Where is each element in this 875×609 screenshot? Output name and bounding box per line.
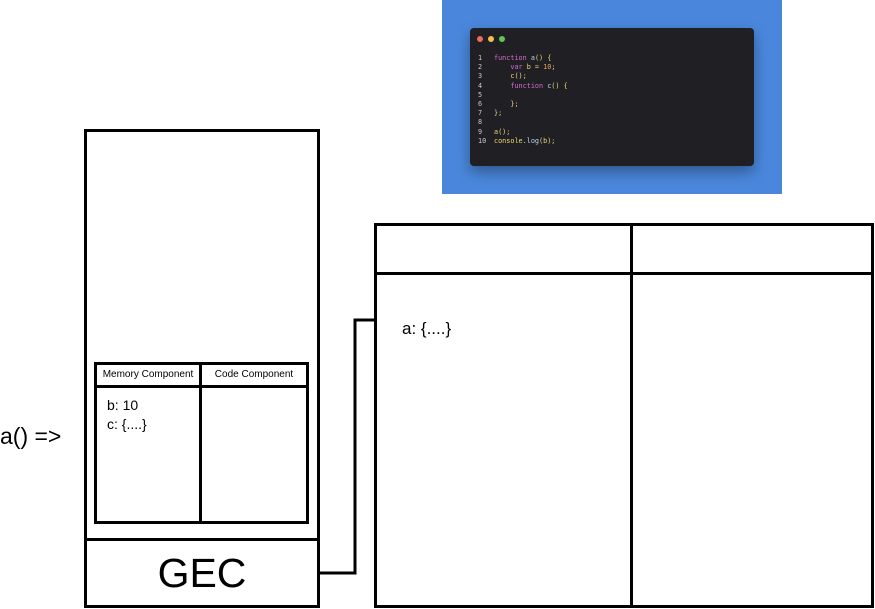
line-number: 2 xyxy=(478,63,483,72)
global-memory-item: a: {....} xyxy=(402,319,452,338)
code-token: 10 xyxy=(543,63,552,72)
global-column-divider xyxy=(630,223,633,608)
inner-column-divider xyxy=(199,362,202,524)
code-line: 6 }; xyxy=(478,100,568,109)
line-number: 3 xyxy=(478,72,483,81)
code-line: 5 xyxy=(478,91,568,100)
code-token: var xyxy=(494,63,527,72)
window-minimize-dot-icon xyxy=(488,36,494,42)
code-token: () { xyxy=(534,54,552,62)
window-maximize-dot-icon xyxy=(499,36,505,42)
code-line: 8 xyxy=(478,118,568,127)
gec-label: GEC xyxy=(157,550,247,596)
code-token: }; xyxy=(494,100,519,109)
global-header-divider xyxy=(374,272,874,275)
code-token: (b); xyxy=(539,136,556,145)
code-line: 9 a(); xyxy=(478,128,568,137)
line-number: 6 xyxy=(478,100,483,109)
code-token: a xyxy=(530,54,535,62)
window-close-dot-icon xyxy=(477,36,483,42)
code-line: 3 c(); xyxy=(478,72,568,81)
line-number: 1 xyxy=(478,54,483,62)
code-component-header: Code Component xyxy=(214,369,294,380)
code-token: c xyxy=(547,81,552,90)
memory-item: b: 10 xyxy=(107,397,139,413)
code-token: ; xyxy=(551,63,556,72)
line-number: 9 xyxy=(478,127,483,136)
code-token: c(); xyxy=(494,72,527,81)
gec-divider xyxy=(84,538,320,541)
code-token: b = xyxy=(526,63,544,72)
code-line: 10 console.log(b); xyxy=(478,137,568,146)
memory-item: c: {....} xyxy=(107,416,147,432)
code-line: 1 function a() { xyxy=(478,54,568,63)
line-number: 10 xyxy=(478,136,487,145)
code-token: function xyxy=(494,54,531,62)
code-token: .log xyxy=(522,136,540,145)
line-number: 7 xyxy=(478,109,483,118)
memory-component-header: Memory Component xyxy=(102,369,194,380)
line-number: 5 xyxy=(478,90,483,99)
code-token: () { xyxy=(551,81,568,90)
line-number: 4 xyxy=(478,81,483,90)
execution-arrow-label: a() => xyxy=(0,423,62,449)
code-token: a(); xyxy=(494,127,511,136)
line-number: 8 xyxy=(478,118,483,127)
code-line: 2 var b = 10; xyxy=(478,63,568,72)
global-execution-context xyxy=(374,223,874,608)
code-token: console xyxy=(494,136,523,145)
code-line: 7}; xyxy=(478,109,568,118)
code-token: function xyxy=(494,81,548,90)
code-line: 4 function c() { xyxy=(478,82,568,91)
code-token: }; xyxy=(494,109,503,118)
